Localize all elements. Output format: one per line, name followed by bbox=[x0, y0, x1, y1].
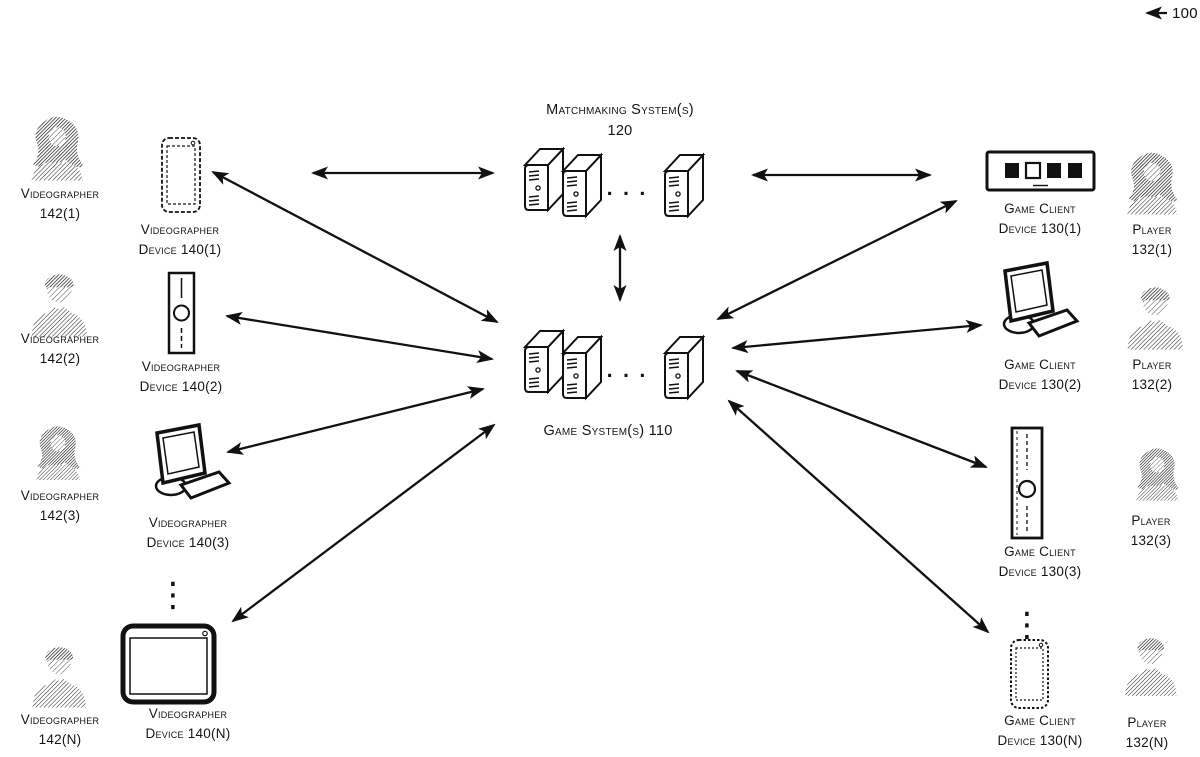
videographer-device-n-tablet-icon bbox=[120, 623, 217, 705]
arrow-game-system-videographer-device-n bbox=[231, 423, 496, 623]
videographer-2-icon bbox=[31, 274, 87, 337]
videographer-device-3-desktop-icon bbox=[154, 423, 231, 500]
videographer-3-icon bbox=[36, 426, 81, 480]
arrow-game-system-videographer-device-3 bbox=[226, 386, 485, 455]
player-2-icon bbox=[1127, 287, 1183, 350]
arrow-game-system-game-client-3 bbox=[735, 369, 988, 469]
game-client-device-2-desktop-icon bbox=[1002, 261, 1079, 338]
matchmaking-system-label: Matchmaking System(s) 120 bbox=[546, 102, 694, 140]
game-client-device-n-smartphone-icon bbox=[1010, 639, 1049, 709]
player-n-icon bbox=[1125, 638, 1177, 696]
arrow-game-system-videographer-device-1 bbox=[211, 170, 499, 324]
connection-arrows bbox=[211, 6, 1167, 634]
player-1-icon bbox=[1127, 152, 1178, 215]
game-client-device-3-console-icon bbox=[1010, 426, 1044, 540]
matchmaking-ellipsis: . . . bbox=[606, 180, 647, 200]
matchmaking-servers-icon: . . . bbox=[524, 148, 704, 217]
game-client-column-ellipsis: ⋮ bbox=[1010, 605, 1044, 645]
game-system-label: Game System(s) 110 bbox=[543, 423, 673, 439]
player-3-icon bbox=[1136, 448, 1180, 501]
arrow-game-system-game-client-1 bbox=[716, 199, 958, 321]
arrow-game-system-game-client-2 bbox=[731, 319, 983, 354]
arrow-game-system-game-client-n bbox=[727, 399, 990, 634]
figure-reference-number: 100 bbox=[1172, 5, 1198, 22]
game-client-device-1-console-icon bbox=[985, 150, 1096, 192]
videographer-n-icon bbox=[32, 647, 86, 708]
videographer-1-icon bbox=[31, 116, 84, 181]
game-servers-icon: . . . bbox=[524, 330, 704, 399]
game-system-ellipsis: . . . bbox=[606, 362, 647, 382]
videographer-column-ellipsis: ⋮ bbox=[156, 575, 190, 615]
arrow-game-system-videographer-device-2 bbox=[225, 311, 494, 364]
videographer-device-2-console-icon bbox=[167, 271, 196, 355]
videographer-device-1-smartphone-icon bbox=[161, 137, 201, 213]
